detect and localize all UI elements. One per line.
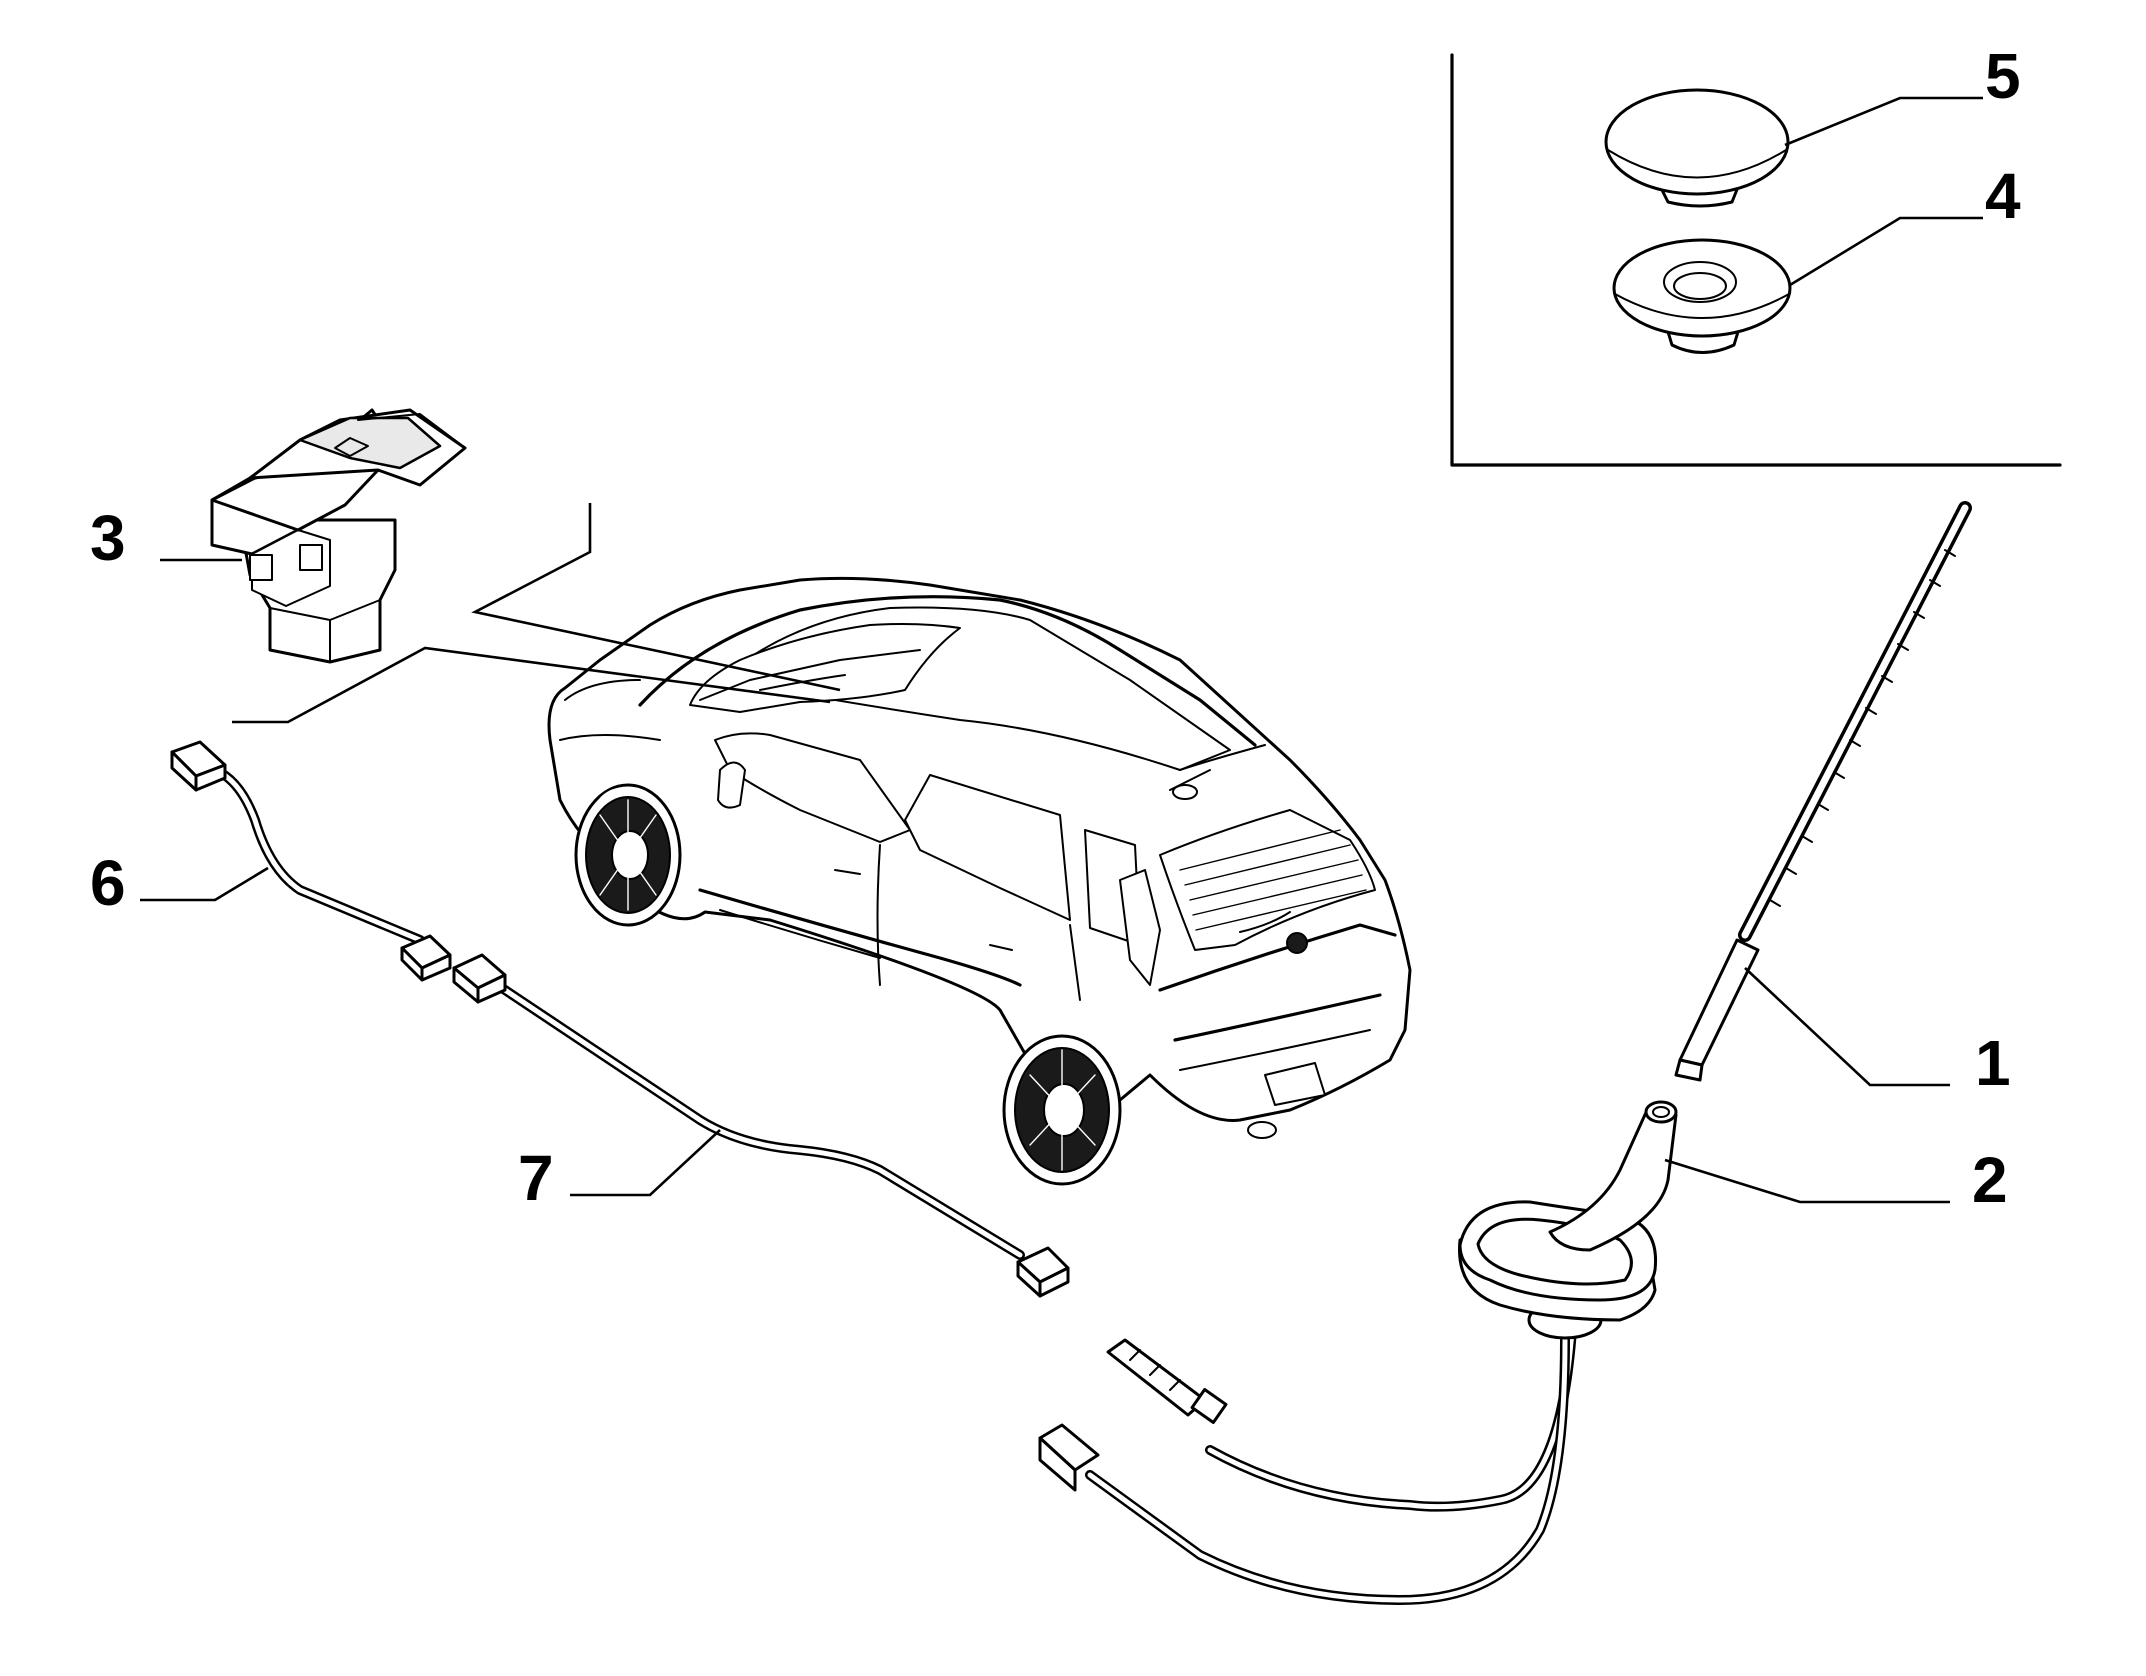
callout-6: 6 [90, 847, 126, 919]
callout-4: 4 [1985, 160, 2021, 232]
part-2-antenna-base [1038, 1100, 1678, 1605]
vehicle-body [547, 576, 1412, 1186]
callout-3: 3 [90, 502, 126, 574]
callout-labels: 5 4 3 6 7 1 2 [90, 40, 2021, 1216]
inset-frame [1450, 53, 2062, 467]
callout-2: 2 [1972, 1144, 2008, 1216]
part-5-cap [1604, 88, 1790, 208]
part-7-harness [452, 953, 1070, 1298]
callout-7: 7 [518, 1142, 554, 1214]
part-6-harness [170, 740, 452, 982]
leader-lines [140, 96, 1983, 1204]
part-3-switch [210, 408, 467, 664]
part-4-grommet [1612, 238, 1792, 354]
part-1-antenna-rod [1674, 501, 1972, 1082]
callout-5: 5 [1985, 40, 2021, 112]
callout-1: 1 [1975, 1027, 2011, 1099]
